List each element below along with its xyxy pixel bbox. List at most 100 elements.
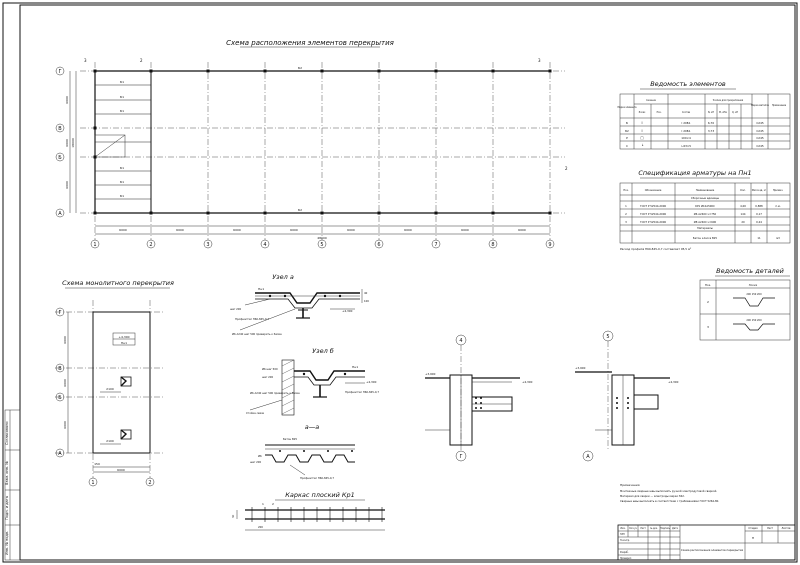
details-table bbox=[699, 279, 791, 341]
node-b-label-6: Стойка связи bbox=[246, 411, 264, 415]
schedule-r1-comp: I 20Б1 bbox=[682, 121, 691, 125]
spec-r1-mass: 0,888 bbox=[755, 204, 763, 208]
side-stamp-2: Подп. и дата bbox=[5, 496, 9, 520]
schedule-h-q: Q, кН bbox=[732, 111, 738, 114]
plan-axis-col-6: 6 bbox=[377, 242, 380, 248]
frame-label-1: 1 bbox=[262, 502, 264, 506]
notes-line-4: Сварные швы выполнять в соответствии с т… bbox=[620, 499, 719, 503]
schedule-table bbox=[619, 93, 791, 150]
node-b-label-3: Ø6 шаг 500 bbox=[262, 366, 278, 371]
stamp-col-2: Кол.уч bbox=[629, 527, 637, 530]
details-r1-dims: 200 150 200 bbox=[746, 293, 762, 296]
section-aa-label-4: Профнастил Н60-845-0,7 bbox=[300, 476, 334, 480]
section-aa-title: а—а bbox=[305, 423, 319, 431]
spec-group-2: Материалы bbox=[697, 226, 713, 230]
schedule-r2-section: I bbox=[641, 129, 642, 133]
node-b-label-5: Профнастил Н60-845-0,7 bbox=[345, 390, 379, 394]
mono-plan bbox=[55, 300, 165, 487]
plan-grid bbox=[69, 62, 565, 240]
notes-line-3: Материал для сварки — электроды марки Э4… bbox=[620, 494, 685, 498]
spec-h-note: Примеч. bbox=[773, 189, 784, 192]
node-a-label-3: Ø6 А240 шаг 500 приварить к балке bbox=[232, 331, 282, 336]
frame-drawing bbox=[236, 507, 385, 531]
schedule-h-sketch: Эскиз bbox=[639, 111, 646, 114]
spec-r3-mass: 0,24 bbox=[756, 220, 762, 224]
mono-dim-row-2: 6000 bbox=[63, 379, 67, 387]
side-stamp-3: Взам. инв. № bbox=[5, 461, 9, 485]
section-aa-label-1: Бетон В25 bbox=[283, 437, 297, 441]
plan-dim-col-6: 6000 bbox=[404, 228, 412, 232]
plan-axis-col-8: 8 bbox=[491, 242, 494, 248]
col-node-4 bbox=[425, 334, 520, 462]
spec-r2-qty: 144 bbox=[741, 212, 746, 216]
plan-dim-col-2: 6000 bbox=[176, 228, 184, 232]
plan-title: Схема расположения элементов перекрытия bbox=[226, 39, 394, 47]
spec-r2-mass: 0,17 bbox=[756, 212, 762, 216]
plan-axis-col-5: 5 bbox=[320, 242, 323, 248]
spec-h-mass: Масса ед. кг bbox=[752, 189, 767, 192]
stamp-col-3: Лист bbox=[640, 527, 646, 530]
spec-r1-doc: ГОСТ Р 52544-2006 bbox=[640, 204, 666, 208]
spec-h-pos: Поз. bbox=[623, 189, 629, 192]
plan-beam-mark-top: Б2 bbox=[298, 66, 302, 70]
notes-line-2: Монтажные сварные швы выполнять ручной э… bbox=[620, 489, 717, 493]
plan-axis-col-4: 4 bbox=[263, 242, 266, 248]
stamp-role-1: ГИП bbox=[620, 533, 625, 536]
spec-mat-name: Бетон класса В25 bbox=[693, 236, 718, 240]
stamp-role-3: Разраб. bbox=[620, 551, 629, 554]
col5-level: +4,300 bbox=[668, 380, 679, 384]
stamp-sheet-h: Лист bbox=[767, 527, 774, 530]
side-stamp: Инв. № подл. Подп. и дата Взам. инв. № С… bbox=[4, 409, 21, 561]
plan-beam-mark-2: Б1 bbox=[120, 95, 124, 99]
col4-level2: +3,900 bbox=[425, 372, 436, 376]
plan-section-mark-3: 3 bbox=[84, 58, 87, 63]
frame-label-2: 2 bbox=[272, 502, 274, 506]
details-r1-pos: 2 bbox=[707, 300, 709, 304]
stamp-col-4: № док. bbox=[650, 527, 658, 530]
mono-label: Пн1 bbox=[121, 341, 127, 345]
spec-group-1: Сборочные единицы bbox=[691, 196, 719, 200]
details-title: Ведомость деталей bbox=[716, 267, 784, 275]
section-aa-label-3: шаг 200 bbox=[250, 460, 261, 464]
stamp-role-2: Н.контр. bbox=[620, 539, 630, 542]
mono-axis-col-1: 1 bbox=[91, 480, 94, 486]
stamp-role-4: Проверил bbox=[620, 557, 632, 560]
schedule-r1-steel: С245 bbox=[756, 121, 764, 125]
node-a-label-5: шаг 200 bbox=[230, 307, 241, 311]
plan-dim-row-2: 6000 bbox=[65, 139, 69, 147]
plan-dim-col-5: 6000 bbox=[347, 228, 355, 232]
schedule-h-section: Сечение bbox=[646, 99, 656, 102]
schedule-r3-mark: Р bbox=[626, 136, 628, 140]
side-stamp-4: Согласовано bbox=[5, 421, 9, 445]
schedule-title: Ведомость элементов bbox=[650, 80, 726, 88]
section-aa-drawing bbox=[265, 444, 355, 476]
spec-title: Спецификация арматуры на Пн1 bbox=[638, 169, 751, 177]
plan-axis-col-2: 2 bbox=[149, 242, 152, 248]
schedule-r4-steel: С245 bbox=[756, 144, 764, 148]
plan-dim-col-7: 6000 bbox=[461, 228, 469, 232]
mono-title: Схема монолитного перекрытия bbox=[62, 279, 174, 287]
side-stamp-1: Инв. № подл. bbox=[5, 531, 9, 555]
details-r2-dims: 200 150 200 bbox=[746, 319, 762, 322]
spec-mat-qty: 11 bbox=[757, 236, 761, 240]
col-node-5 bbox=[575, 330, 670, 462]
schedule-h-steel: Марка металла bbox=[751, 104, 769, 107]
plan-axis-row-4: А bbox=[58, 211, 62, 217]
spec-table bbox=[619, 182, 791, 244]
spec-h-qty: Кол. bbox=[740, 189, 746, 192]
spec-r2-doc: ГОСТ Р 52544-2006 bbox=[640, 212, 666, 216]
spec-h-name: Наименование bbox=[696, 189, 715, 192]
col5-axis: 5 bbox=[606, 334, 609, 340]
plan-axis-col-3: 3 bbox=[206, 242, 209, 248]
spec-r1-qty: 4,00 bbox=[740, 204, 746, 208]
schedule-h-pos: Поз. bbox=[657, 111, 662, 114]
stamp-col-1: Изм. bbox=[620, 527, 625, 530]
plan-dim-col-3: 6000 bbox=[233, 228, 241, 232]
schedule-r2-comp: I 20Б1 bbox=[682, 129, 691, 133]
mono-level: +4,300 bbox=[118, 335, 129, 339]
schedule-r4-section: └ bbox=[641, 143, 644, 148]
node-a-drawing bbox=[239, 289, 363, 331]
stamp-stage: П bbox=[752, 536, 754, 540]
col5-level2: +3,900 bbox=[575, 366, 586, 370]
